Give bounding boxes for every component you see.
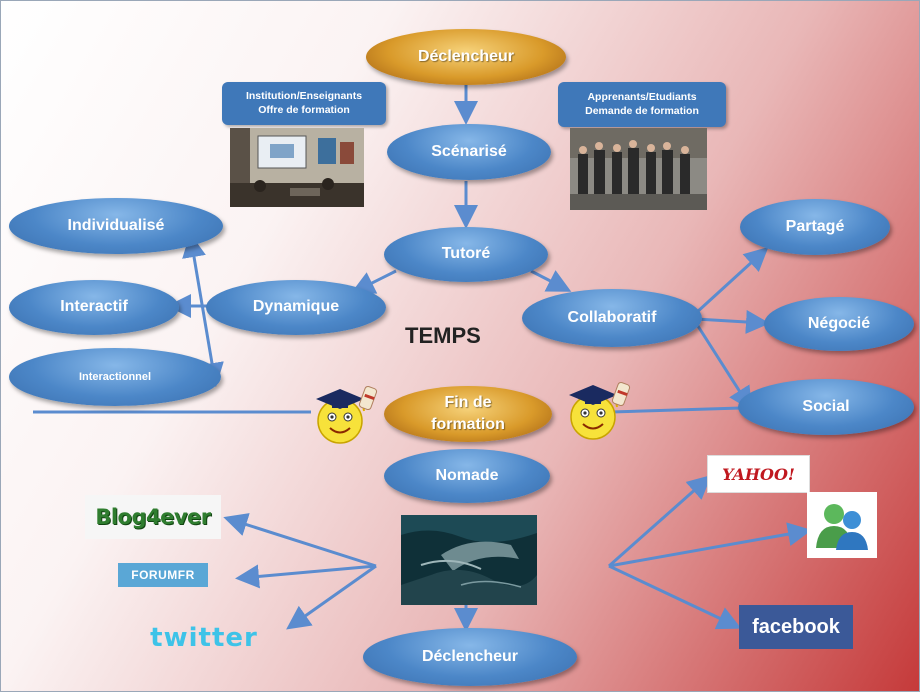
- arrow-to-blog: [223, 513, 377, 568]
- messenger-people-icon: [816, 504, 868, 550]
- node-interactionnel-label: Interactionnel: [78, 370, 152, 383]
- node-individualise: Individualisé: [9, 198, 223, 254]
- node-declencheur-top: Déclencheur: [366, 29, 566, 85]
- ocean-image: [401, 515, 537, 605]
- facebook-logo: facebook: [739, 605, 853, 649]
- time-line-right: [610, 406, 742, 414]
- arrow-to-yahoo: [608, 475, 712, 568]
- arrow-collaboratif-social: [694, 322, 753, 412]
- messenger-logo: [807, 492, 877, 558]
- node-scenarise-label: Scénarisé: [431, 142, 507, 160]
- node-dynamique-label: Dynamique: [252, 298, 340, 316]
- node-fin-formation: Fin de formation: [384, 386, 552, 442]
- temps-label: TEMPS: [405, 323, 481, 348]
- node-dynamique: Dynamique: [206, 280, 386, 335]
- node-partage: Partagé: [740, 199, 890, 255]
- yahoo-logo: YAHOO!: [707, 455, 810, 493]
- yahoo-logo-text: YAHOO!: [722, 464, 795, 484]
- node-declencheur-bottom-label: Déclencheur: [421, 647, 519, 665]
- graduate-smiley-right-icon: [561, 377, 637, 445]
- students-photo: [570, 128, 707, 210]
- node-scenarise: Scénarisé: [387, 124, 551, 180]
- twitter-logo: twitter: [118, 621, 290, 655]
- blog4ever-logo-text: Blog4ever: [95, 505, 211, 529]
- classroom-photo: [230, 128, 364, 207]
- node-individualise-label: Individualisé: [67, 216, 165, 234]
- node-nomade-label: Nomade: [435, 466, 499, 484]
- node-tutore: Tutoré: [384, 227, 548, 282]
- institution-line1: Institution/Enseignants: [245, 90, 363, 103]
- facebook-logo-text: facebook: [752, 615, 840, 638]
- arrow-to-forum: [235, 564, 377, 589]
- node-social: Social: [738, 379, 914, 435]
- node-interactif: Interactif: [9, 280, 179, 335]
- arrow-tutore-collaboratif: [530, 269, 572, 292]
- institution-box: Institution/Enseignants Offre de formati…: [222, 82, 386, 125]
- classroom-image: [230, 128, 364, 207]
- apprenants-line2: Demande de formation: [585, 104, 699, 117]
- arrow-collaboratif-negocie: [695, 309, 770, 334]
- forumfr-logo: FORUMFR: [118, 563, 208, 587]
- node-declencheur-bottom: Déclencheur: [363, 628, 577, 686]
- arrow-to-messenger: [608, 522, 812, 568]
- arrow-to-facebook: [608, 564, 742, 630]
- node-fin-line1: Fin de: [444, 394, 492, 412]
- node-interactif-label: Interactif: [60, 298, 128, 316]
- institution-line2: Offre de formation: [258, 103, 350, 116]
- arrow-individualise-interactionnel: [182, 233, 224, 387]
- node-interactionnel: Interactionnel: [9, 348, 221, 406]
- blog4ever-logo: Blog4ever: [85, 495, 221, 539]
- arrow-to-twitter: [286, 564, 377, 630]
- arrow-tutore-dynamique: [350, 269, 397, 294]
- node-fin-line2: formation: [431, 416, 505, 433]
- apprenants-line1: Apprenants/Etudiants: [587, 91, 697, 104]
- node-collaboratif: Collaboratif: [522, 289, 702, 347]
- forumfr-logo-text: FORUMFR: [131, 568, 195, 582]
- node-nomade: Nomade: [384, 449, 550, 503]
- node-collaboratif-label: Collaboratif: [567, 308, 657, 326]
- node-negocie-label: Négocié: [807, 314, 871, 332]
- graduate-smiley-left-icon: [308, 381, 384, 449]
- apprenants-box: Apprenants/Etudiants Demande de formatio…: [558, 82, 726, 127]
- node-partage-label: Partagé: [785, 217, 845, 235]
- students-image: [570, 128, 707, 210]
- twitter-logo-text: twitter: [150, 623, 258, 653]
- node-tutore-label: Tutoré: [441, 245, 491, 263]
- ocean-photo: [401, 515, 537, 605]
- node-declencheur-top-label: Déclencheur: [417, 48, 515, 66]
- node-negocie: Négocié: [764, 297, 914, 351]
- arrow-collaboratif-partage: [694, 246, 769, 315]
- node-social-label: Social: [802, 397, 850, 415]
